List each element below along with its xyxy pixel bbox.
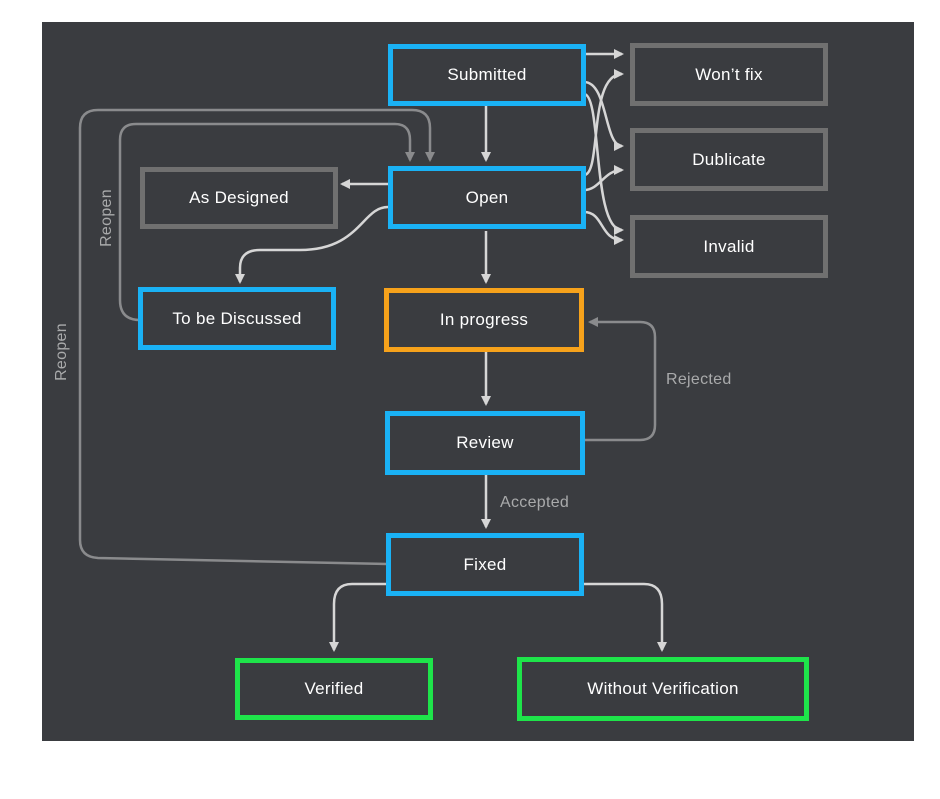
state-wont-fix: Won’t fix — [630, 43, 828, 106]
state-invalid: Invalid — [630, 215, 828, 278]
arrow-open-discussed — [235, 205, 389, 284]
transition-arrows — [78, 49, 667, 652]
state-as-designed: As Designed — [140, 167, 338, 229]
state-review: Review — [385, 411, 585, 475]
label-reopen-discussed: Reopen — [98, 189, 115, 247]
arrow-submitted-invalid — [583, 92, 624, 235]
label-accepted: Accepted — [500, 494, 570, 511]
arrow-discussed-open — [118, 122, 415, 322]
state-in-progress: In progress — [384, 288, 584, 352]
state-verified: Verified — [235, 658, 433, 720]
state-dublicate: Dublicate — [630, 128, 828, 191]
state-open: Open — [388, 166, 586, 229]
arrow-open-invalid — [583, 210, 624, 245]
label-reopen-fixed: Reopen — [53, 323, 70, 381]
state-without-verification: Without Verification — [517, 657, 809, 721]
arrow-fixed-verified — [329, 582, 388, 652]
arrow-fixed-withoutverification — [584, 582, 667, 652]
arrow-submitted-dublicate — [583, 80, 624, 151]
arrow-open-wontfix — [583, 69, 624, 177]
state-to-be-discussed: To be Discussed — [138, 287, 336, 350]
label-rejected: Rejected — [666, 371, 732, 388]
workflow-diagram: Submitted Won’t fix Dublicate Invalid Op… — [42, 22, 914, 741]
arrow-open-dublicate — [583, 165, 624, 192]
arrow-review-inprogress — [584, 317, 657, 442]
arrow-fixed-open — [78, 108, 435, 566]
state-submitted: Submitted — [388, 44, 586, 106]
state-fixed: Fixed — [386, 533, 584, 596]
